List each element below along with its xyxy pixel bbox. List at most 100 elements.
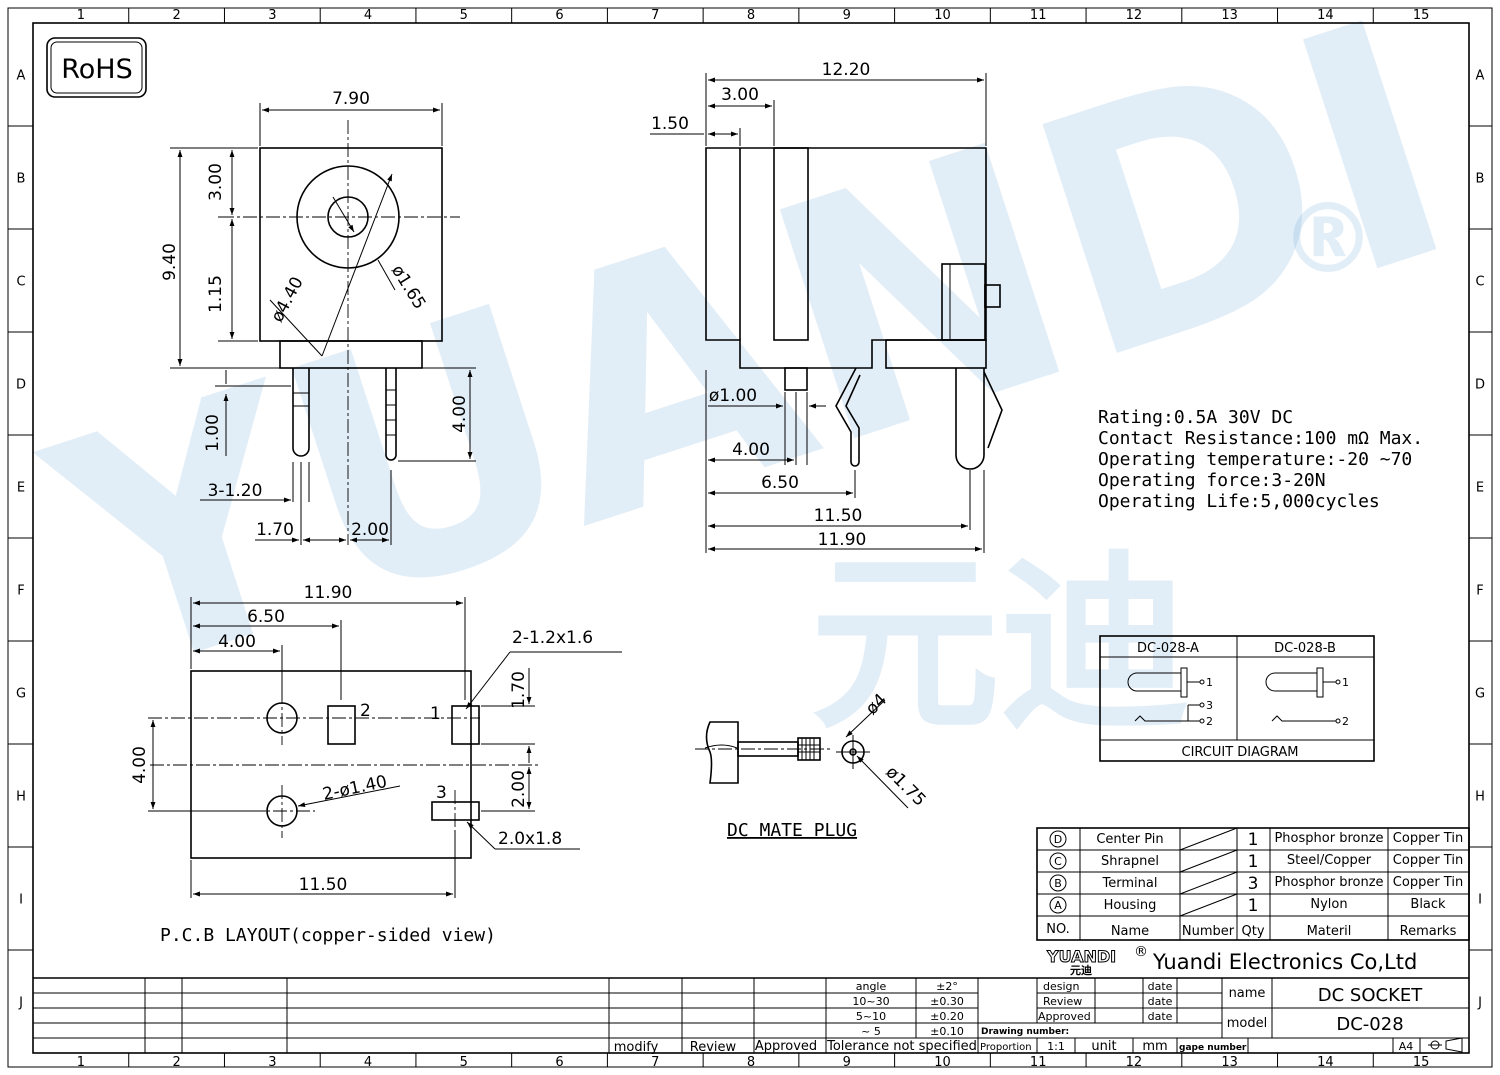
bom-qty: 3 [1248,874,1259,894]
pcb-holes: 2-ø1.40 [321,772,389,805]
tol-value-1: ±0.30 [930,995,964,1008]
tol-value-2: ±0.20 [930,1010,964,1023]
front-top-center: 3.00 [206,163,226,201]
tol-footer: Tolerance not specified [826,1039,977,1054]
row-label-left: B [17,172,26,187]
row-label-right: D [1475,378,1485,393]
tb-model-value: DC-028 [1336,1014,1403,1035]
pcb-h-left: 4.00 [130,746,150,784]
projection-symbol-icon [1428,1037,1463,1053]
rohs-label: RoHS [61,54,133,85]
tb-unit: unit [1091,1039,1116,1054]
row-label-left: C [16,275,25,290]
pcb-pin-1: 1 [430,704,441,724]
company-logo-cn: 元迪 [1070,963,1092,977]
spec-rating: Rating:0.5A 30V DC [1098,407,1293,428]
title-block: angle 10~30 5~10 ~ 5 ±2° ±0.30 ±0.20 ±0.… [33,977,1469,1055]
bom-no: D [1054,833,1062,846]
company-logo-area: YUANDI ® 元迪 Yuandi Electronics Co,Ltd [1046,944,1418,977]
col-label-bottom: 12 [1126,1055,1143,1070]
tb-proportion: Proportion [980,1042,1032,1053]
bom-material: Nylon [1310,897,1347,912]
row-label-right: I [1478,893,1482,908]
bom-no-circle [1049,874,1067,892]
row-label-right: E [1476,481,1484,496]
bom-qty: 1 [1248,896,1259,916]
col-label-bottom: 1 [77,1055,85,1070]
bom-name: Shrapnel [1101,854,1159,869]
bom-no-circle [1049,852,1067,870]
pcb-layout: 2 1 3 11.90 6.50 4.00 2-1.2x1.6 1.70 4.0… [130,583,622,946]
tb-model-label: model [1227,1016,1267,1031]
row-label-right: C [1475,275,1484,290]
bom-name: Housing [1104,898,1157,913]
row-label-left: F [17,584,24,599]
tb-date-3: date [1148,1010,1173,1023]
tol-label-1: 10~30 [852,995,889,1008]
pcb-h-top: 1.70 [509,671,529,709]
circuit-col-b: DC-028-B [1274,641,1336,656]
bom-no: C [1054,855,1062,868]
frame-labels: 1122334455667788991010111112121313141415… [16,8,1485,1070]
side-d3: 11.50 [814,506,863,526]
bom-header-qty: Qty [1241,924,1264,939]
col-label-bottom: 2 [172,1055,180,1070]
front-pin-len-left: 1.00 [203,414,223,452]
circuit-a-pin3: 3 [1206,699,1213,712]
front-pitch-b: 2.00 [351,520,389,540]
col-label-top: 9 [843,8,851,23]
bom-name: Terminal [1102,876,1158,891]
col-label-top: 10 [934,8,951,23]
plug-dia-b: ø1.75 [881,762,929,810]
row-label-right: H [1475,790,1485,805]
col-label-top: 4 [364,8,372,23]
row-label-right: B [1476,172,1485,187]
rev-review: Review [690,1040,737,1055]
pcb-pad: 2.0x1.8 [498,829,562,849]
company-name: Yuandi Electronics Co,Ltd [1152,950,1417,974]
circuit-caption: CIRCUIT DIAGRAM [1182,745,1299,760]
pcb-pin-2: 2 [360,701,371,721]
side-step: 3.00 [721,85,759,105]
col-label-bottom: 6 [555,1055,563,1070]
col-label-top: 8 [747,8,755,23]
bom-qty: 1 [1248,852,1259,872]
bom-name: Center Pin [1096,832,1163,847]
company-logo-reg: ® [1134,944,1148,960]
row-label-left: H [16,790,26,805]
bom-header-material: Materil [1307,924,1352,939]
company-logo: YUANDI [1046,947,1116,966]
bom-no: A [1054,899,1062,912]
tol-label-0: angle [856,980,887,993]
side-view: 12.20 3.00 1.50 ø1.00 4.00 6.50 11.50 11… [650,60,1003,553]
tb-gape-number: gape number [1179,1043,1247,1053]
bom-material: Phosphor bronze [1274,875,1383,890]
spec-resistance: Contact Resistance:100 mΩ Max. [1098,428,1423,449]
side-total: 12.20 [822,60,871,80]
bom-no-circle [1049,896,1067,914]
bom-remarks: Copper Tin [1393,853,1463,868]
col-label-top: 15 [1413,8,1430,23]
col-label-bottom: 15 [1413,1055,1430,1070]
front-width: 7.90 [332,89,370,109]
spec-force: Operating force:3-20N [1098,470,1326,491]
pcb-caption: P.C.B LAYOUT(copper-sided view) [160,925,496,946]
tol-label-2: 5~10 [856,1010,886,1023]
row-label-left: A [17,69,26,84]
bom-header-remarks: Remarks [1400,924,1457,939]
front-view: 7.90 9.40 3.00 1.15 1.00 4.00 ø4.40 ø1.6… [160,89,476,545]
front-pin-len-right: 4.00 [450,395,470,433]
row-label-left: D [16,378,26,393]
pcb-d-total: 11.90 [304,583,353,603]
front-pin-width: 3-1.20 [208,481,263,501]
watermark-cn: 元迪 [810,534,1190,755]
bom-material: Phosphor bronze [1274,831,1383,846]
bom-remarks: Copper Tin [1393,831,1463,846]
col-label-top: 13 [1221,8,1238,23]
bom-header-name: Name [1111,924,1149,939]
col-label-top: 3 [268,8,276,23]
row-label-right: F [1476,584,1483,599]
tol-value-3: ±0.10 [930,1025,964,1038]
row-label-left: I [19,893,23,908]
